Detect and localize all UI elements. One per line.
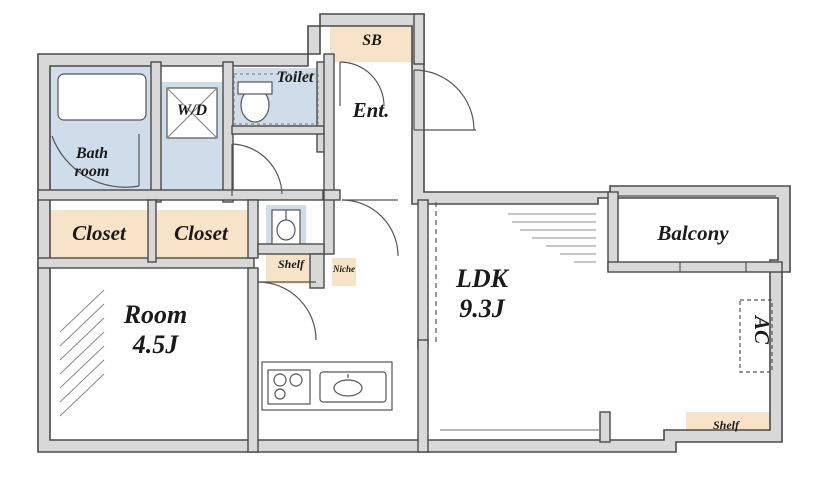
- sb-door-arc: [339, 61, 385, 107]
- wall-ldk-left-lower: [417, 339, 429, 453]
- wd-x2: [166, 87, 218, 139]
- wall-corridor: [323, 189, 341, 201]
- bath-door-arc: [51, 135, 140, 188]
- lavatory-fill: [161, 144, 223, 198]
- wall-ldk-left-upper: [417, 199, 429, 349]
- stove-burner-3: [274, 388, 286, 400]
- wall-room-right: [247, 267, 259, 453]
- niche-fill: [332, 258, 356, 286]
- lavatory-door-arc: [231, 143, 283, 195]
- room-window-hatch: [59, 289, 105, 417]
- wall-ent-left: [323, 53, 335, 255]
- sink-basin: [333, 379, 363, 397]
- stove: [267, 369, 311, 405]
- wall-niche-left: [309, 253, 325, 289]
- toilet-outline: [233, 73, 319, 125]
- wall-between-closets: [147, 199, 157, 263]
- ac-unit: [739, 299, 773, 373]
- wall-ent-right-top: [413, 13, 425, 65]
- shelf1-fill: [266, 252, 316, 284]
- wall-toilet-bottom: [231, 125, 325, 135]
- ldk-window-hatch: [508, 213, 596, 263]
- wall-lower-right: [599, 411, 611, 443]
- wall-below-bath: [37, 189, 324, 201]
- stove-burner-1: [273, 373, 287, 387]
- washbasin-basin: [276, 219, 296, 241]
- sink: [319, 371, 387, 403]
- wall-closet-bottom: [37, 257, 255, 269]
- bathtub: [57, 73, 147, 121]
- interior-walls: [37, 13, 783, 453]
- closet1-fill: [48, 210, 151, 260]
- fixtures: [51, 61, 776, 441]
- wall-closet2-right: [247, 199, 259, 259]
- sb-fill: [330, 24, 414, 62]
- wall-shelf-top: [257, 243, 325, 255]
- wall-balcony-left: [607, 191, 619, 271]
- toilet-tank: [237, 81, 273, 95]
- wall-balcony-bottom: [607, 261, 783, 273]
- corridor-door-arc: [341, 199, 399, 257]
- stove-burner-2: [289, 373, 303, 387]
- wall-bath-wd: [150, 61, 162, 203]
- closet2-fill: [152, 210, 251, 260]
- entry-door-arc: [413, 69, 475, 131]
- room-door-arc: [257, 281, 317, 341]
